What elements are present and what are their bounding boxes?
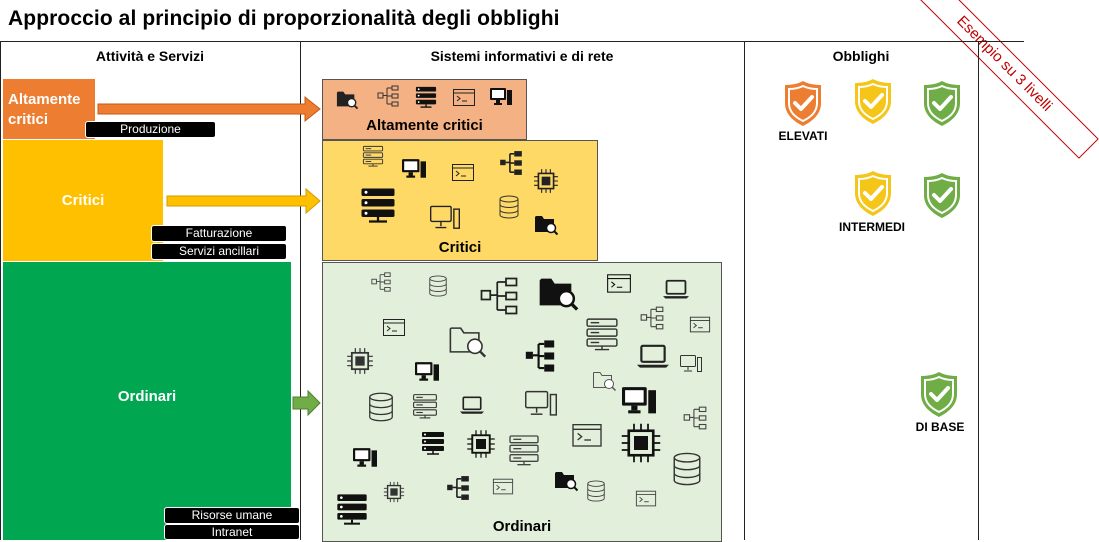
server-outline-icon bbox=[509, 435, 539, 466]
chip-icon bbox=[620, 422, 662, 464]
column-divider-2 bbox=[744, 41, 745, 540]
column-header-obligations: Obblighi bbox=[832, 48, 890, 64]
server-outline-icon bbox=[586, 318, 618, 351]
activity-block-ordinary: Ordinari bbox=[3, 262, 291, 540]
tag-fatturazione: Fatturazione bbox=[151, 225, 287, 242]
database-icon bbox=[587, 480, 605, 502]
obligation-intermediate-label: INTERMEDI bbox=[839, 220, 905, 234]
shield-check-green-icon bbox=[922, 171, 962, 220]
header-divider bbox=[0, 41, 1024, 42]
desktop-pc-outline-icon bbox=[680, 355, 702, 372]
terminal-icon bbox=[452, 164, 474, 181]
activity-ordinary-label: Ordinari bbox=[117, 388, 177, 405]
database-icon bbox=[369, 392, 393, 422]
server-icon bbox=[360, 187, 396, 223]
desktop-pc-outline-icon bbox=[430, 205, 460, 229]
network-tree-icon bbox=[524, 339, 556, 373]
column-divider-3 bbox=[978, 41, 979, 540]
desktop-pc-icon bbox=[415, 362, 439, 381]
column-header-activities: Attività e Servizi bbox=[95, 48, 205, 64]
systems-ordinary-label: Ordinari bbox=[492, 518, 552, 535]
terminal-icon bbox=[572, 423, 602, 447]
terminal-icon bbox=[635, 490, 657, 507]
desktop-pc-icon bbox=[353, 448, 377, 467]
server-outline-icon bbox=[362, 145, 384, 167]
network-tree-icon bbox=[640, 306, 664, 330]
shield-check-green-icon bbox=[922, 79, 962, 128]
column-header-systems: Sistemi informativi e di rete bbox=[430, 48, 614, 64]
desktop-pc-icon bbox=[402, 159, 426, 178]
folder-search-icon bbox=[335, 90, 359, 110]
network-tree-icon bbox=[499, 150, 523, 176]
systems-high-label: Altamente critici bbox=[366, 117, 483, 134]
laptop-icon bbox=[635, 344, 671, 369]
server-icon bbox=[336, 493, 368, 525]
desktop-pc-icon bbox=[622, 387, 656, 414]
terminal-icon bbox=[453, 89, 475, 106]
network-tree-icon bbox=[480, 277, 518, 315]
arrow-critical bbox=[166, 187, 321, 215]
tag-servizi-ancillari: Servizi ancillari bbox=[151, 243, 287, 260]
laptop-icon bbox=[459, 396, 485, 415]
activity-critical-label: Critici bbox=[61, 191, 105, 209]
folder-search-icon bbox=[554, 471, 579, 492]
server-icon bbox=[421, 431, 445, 455]
shield-check-yellow-icon bbox=[853, 77, 893, 126]
page-title: Approccio al principio di proporzionalit… bbox=[8, 7, 560, 30]
desktop-pc-icon bbox=[490, 88, 512, 105]
database-icon bbox=[499, 195, 519, 219]
terminal-icon bbox=[492, 478, 514, 495]
folder-search-outline-icon bbox=[449, 326, 487, 358]
network-tree-icon bbox=[371, 272, 391, 292]
activity-high-label-1: Altamente bbox=[8, 91, 81, 108]
network-tree-icon bbox=[446, 475, 470, 501]
chip-icon bbox=[383, 481, 405, 503]
activity-block-high: Altamente critici bbox=[3, 79, 95, 139]
server-icon bbox=[415, 86, 437, 108]
activity-block-critical: Critici bbox=[3, 140, 163, 261]
obligation-base-label: DI BASE bbox=[915, 420, 965, 434]
folder-search-icon bbox=[534, 215, 559, 236]
shield-check-green-icon bbox=[919, 370, 959, 419]
tag-produzione: Produzione bbox=[85, 121, 216, 138]
chip-icon bbox=[346, 347, 374, 375]
obligation-elevated-label: ELEVATI bbox=[778, 129, 828, 143]
chip-icon bbox=[466, 429, 496, 459]
database-icon bbox=[429, 275, 447, 297]
column-divider-left bbox=[0, 41, 1, 540]
desktop-pc-outline-icon bbox=[525, 390, 557, 416]
tag-risorse-umane: Risorse umane bbox=[164, 507, 300, 524]
terminal-icon bbox=[383, 319, 405, 336]
network-tree-icon bbox=[377, 85, 399, 107]
arrow-ordinary bbox=[292, 389, 321, 417]
systems-critical-label: Critici bbox=[438, 239, 482, 256]
database-icon bbox=[673, 452, 701, 486]
shield-check-yellow-icon bbox=[853, 169, 893, 218]
terminal-icon bbox=[607, 274, 631, 293]
folder-search-icon bbox=[538, 276, 579, 312]
shield-check-orange-icon bbox=[783, 79, 823, 128]
terminal-icon bbox=[689, 316, 711, 333]
chip-icon bbox=[533, 168, 559, 194]
laptop-icon bbox=[662, 279, 690, 300]
column-divider-1 bbox=[300, 41, 301, 540]
arrow-high bbox=[97, 95, 321, 123]
network-tree-icon bbox=[683, 406, 707, 430]
folder-search-outline-icon bbox=[592, 371, 617, 392]
server-outline-icon bbox=[413, 394, 437, 419]
tag-intranet: Intranet bbox=[164, 524, 300, 540]
activity-high-label-2: critici bbox=[8, 111, 49, 128]
